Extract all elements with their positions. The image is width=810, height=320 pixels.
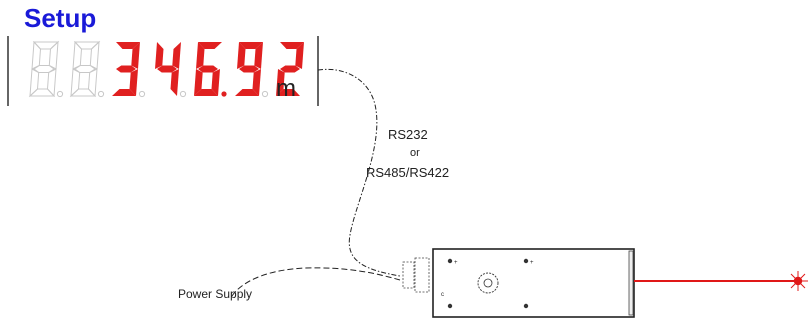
digit-segment — [116, 65, 136, 73]
display-unit: m — [276, 75, 296, 102]
cable-connector — [402, 257, 430, 293]
digit-segment — [239, 42, 263, 49]
seven-segment-display — [28, 40, 304, 98]
digit-segment — [89, 40, 100, 70]
decimal-point — [221, 91, 227, 97]
display-digit — [155, 42, 181, 96]
decimal-point — [138, 90, 146, 98]
digit-segment — [70, 68, 81, 98]
digit-segment — [155, 42, 164, 69]
digit-segment — [235, 89, 259, 96]
digit-segment — [194, 69, 203, 96]
interface-label-or: or — [410, 147, 420, 159]
display-digit — [69, 40, 101, 98]
digit-segment — [196, 42, 205, 69]
digit-segment — [131, 42, 140, 69]
display-digit — [276, 42, 304, 96]
page-title: Setup — [24, 3, 97, 33]
laser-spot-icon — [789, 271, 808, 291]
digit-segment — [170, 69, 179, 96]
mounting-screw-icon — [447, 303, 453, 309]
laser-sensor: + + c — [432, 248, 635, 318]
interface-label-rs485: RS485/RS422 — [366, 165, 449, 180]
digit-segment — [48, 40, 59, 70]
digit-segment — [116, 42, 140, 49]
decimal-point — [56, 90, 64, 98]
digit-segment — [280, 65, 300, 73]
digit-segment — [280, 42, 304, 49]
digit-segment — [172, 42, 181, 69]
digit-segment — [87, 68, 98, 98]
digit-segment — [276, 69, 285, 96]
mounting-screw-icon — [523, 303, 529, 309]
digit-segment — [31, 40, 42, 70]
digit-segment — [29, 68, 40, 98]
digit-segment — [157, 65, 177, 73]
decimal-point — [261, 90, 269, 98]
digit-segment — [74, 65, 96, 73]
digit-segment — [198, 42, 222, 49]
digit-segment — [46, 68, 57, 98]
power-supply-label: Power Supply — [178, 287, 252, 301]
digit-segment — [276, 89, 300, 96]
display-digit — [112, 42, 140, 96]
svg-text:c: c — [441, 292, 444, 298]
digit-segment — [239, 65, 259, 73]
digit-segment — [72, 40, 83, 70]
digit-segment — [237, 42, 246, 69]
mounting-screw-icon — [523, 258, 529, 264]
digit-segment — [194, 89, 218, 96]
display-digit — [28, 40, 60, 98]
svg-text:+: + — [454, 260, 458, 266]
mounting-screw-icon — [447, 258, 453, 264]
svg-text:+: + — [530, 260, 534, 266]
digit-segment — [254, 42, 263, 69]
decimal-point — [97, 90, 105, 98]
digit-segment — [33, 65, 55, 73]
digit-segment — [252, 69, 261, 96]
interface-label-rs232: RS232 — [388, 127, 428, 142]
digit-segment — [198, 65, 218, 73]
display-digit — [194, 42, 222, 96]
power-cable — [231, 267, 401, 297]
digit-segment — [295, 42, 304, 69]
display-digit — [235, 42, 263, 96]
decimal-point — [179, 90, 187, 98]
digit-segment — [112, 89, 136, 96]
digit-segment — [211, 69, 220, 96]
lens-window-icon — [477, 272, 499, 294]
digit-segment — [129, 69, 138, 96]
